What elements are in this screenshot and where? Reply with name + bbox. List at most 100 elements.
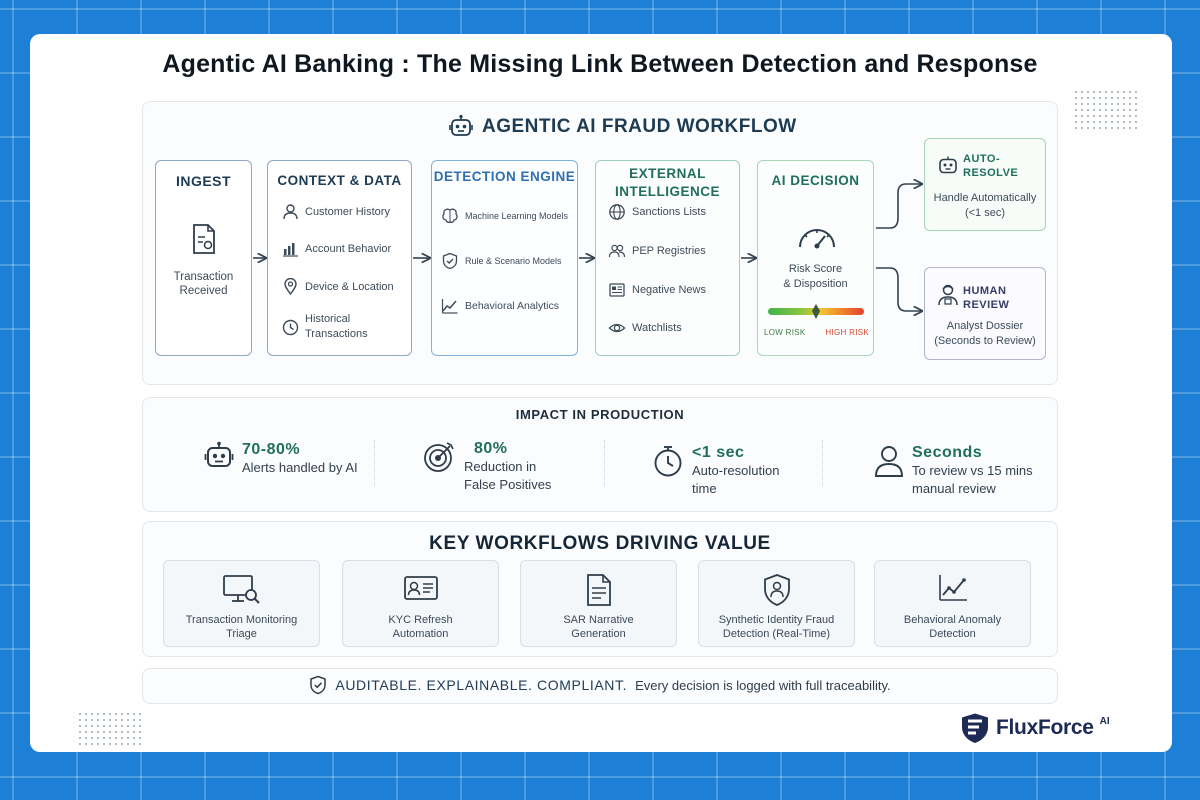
context-item-label: Customer History (305, 205, 390, 218)
detection-item-ml: Machine Learning Models (441, 207, 568, 225)
footer-statement: AUDITABLE. EXPLAINABLE. COMPLIANT. Every… (142, 674, 1058, 696)
metric-value: 80% (474, 440, 508, 457)
metric-divider (822, 440, 823, 486)
footer-text: Every decision is logged with full trace… (635, 677, 891, 693)
ingest-title: INGEST (175, 173, 232, 189)
context-data-box: CONTEXT & DATA Customer History Account … (267, 160, 412, 356)
robot-icon (939, 156, 957, 174)
workflow-card-transaction-monitoring: Transaction Monitoring Triage (163, 560, 320, 647)
metric-label: Alerts handled by AI (242, 460, 358, 475)
external-item-pep: PEP Registries (608, 242, 706, 260)
robot-icon (204, 441, 234, 467)
clock-icon (282, 319, 299, 335)
metric-label-line2: time (692, 481, 717, 496)
transaction-document-icon (193, 224, 215, 254)
key-workflows-title: KEY WORKFLOWS DRIVING VALUE (429, 533, 771, 554)
context-item-customer-history: Customer History (282, 203, 390, 220)
id-card-icon (403, 576, 438, 600)
risk-needle-marker (812, 304, 820, 319)
detection-item-behavioral: Behavioral Analytics (441, 297, 559, 315)
human-review-box: HUMAN REVIEW Analyst Dossier (Seconds to… (924, 267, 1046, 360)
logo-suffix: AI (1099, 715, 1110, 727)
metric-value: 70-80% (242, 441, 301, 458)
metric-review-time: Seconds To review vs 15 mins manual revi… (874, 444, 1033, 498)
workflow-title: AGENTIC AI FRAUD WORKFLOW (482, 116, 797, 137)
metric-alerts: 70-80% Alerts handled by AI (204, 441, 358, 477)
arrow-lines (253, 184, 921, 311)
stopwatch-icon (654, 446, 682, 477)
detection-item-rules: Rule & Scenario Models (441, 252, 562, 270)
person-icon (875, 446, 903, 477)
metric-label-line1: Reduction in (464, 459, 537, 474)
external-intelligence-box: EXTERNAL INTELLIGENCE Sanctions Lists PE… (595, 160, 740, 356)
workflow-card-line1: Synthetic Identity Fraud (718, 614, 835, 626)
decision-line1: Risk Score (788, 263, 843, 275)
globe-icon (609, 204, 625, 220)
context-item-historical: Historical Transactions (282, 312, 368, 342)
page-title: Agentic AI Banking : The Missing Link Be… (162, 50, 1038, 78)
context-title: CONTEXT & DATA (277, 173, 402, 188)
workflow-card-line1: Behavioral Anomaly (903, 614, 1002, 626)
dot-pattern-bottom-left (78, 712, 144, 748)
footer-panel (142, 668, 1058, 704)
workflow-card-line1: SAR Narrative (563, 614, 634, 626)
newspaper-icon (609, 283, 625, 297)
human-line2: (Seconds to Review) (934, 335, 1036, 347)
decision-line2: & Disposition (783, 278, 848, 290)
workflow-card-label: SAR Narrative Generation (525, 613, 672, 641)
external-item-watchlists: Watchlists (608, 319, 682, 337)
external-item-label: PEP Registries (632, 245, 706, 257)
brain-icon (442, 208, 458, 224)
detection-item-label: Machine Learning Models (465, 211, 569, 221)
shield-check-icon (442, 252, 458, 270)
workflow-card-line1: Transaction Monitoring (185, 614, 298, 626)
metric-value: <1 sec (692, 444, 745, 461)
auto-title-line1: AUTO- (963, 153, 1001, 165)
context-item-label: Account Behavior (305, 242, 392, 255)
auto-title: AUTO- RESOLVE (963, 152, 1018, 180)
dot-pattern-top-right (1074, 90, 1140, 130)
human-title-line1: HUMAN (963, 285, 1007, 297)
impact-title: IMPACT IN PRODUCTION (515, 407, 685, 422)
workflow-card-line2: Automation (392, 628, 449, 640)
workflow-card-kyc-refresh: KYC Refresh Automation (342, 560, 499, 647)
impact-panel (142, 397, 1058, 512)
analyst-icon (938, 284, 958, 306)
human-title: HUMAN REVIEW (963, 284, 1009, 312)
shield-check-icon (310, 675, 327, 695)
external-item-label: Watchlists (632, 322, 682, 334)
metric-divider (604, 440, 605, 486)
location-pin-icon (284, 278, 297, 295)
eye-icon (608, 323, 626, 333)
metric-value: Seconds (912, 444, 983, 461)
workflow-card-line2: Generation (571, 628, 626, 640)
context-item-account-behavior: Account Behavior (282, 240, 391, 257)
external-item-news: Negative News (608, 281, 706, 299)
context-item-label: Device & Location (305, 280, 394, 293)
external-item-sanctions: Sanctions Lists (608, 203, 706, 221)
detection-item-label: Rule & Scenario Models (465, 256, 562, 266)
workflow-card-synthetic-identity: Synthetic Identity Fraud Detection (Real… (698, 560, 855, 647)
context-historical-line1: Historical (305, 313, 351, 325)
metric-label-line2: False Positives (464, 477, 552, 492)
document-icon (586, 574, 611, 606)
external-title-line1: EXTERNAL (629, 166, 706, 181)
arrow-decision-auto (876, 184, 921, 229)
external-item-label: Sanctions Lists (632, 206, 706, 218)
footer-strong-text: AUDITABLE. EXPLAINABLE. COMPLIANT. (335, 677, 628, 693)
auto-line2: (<1 sec) (964, 207, 1006, 219)
context-historical-line2: Transactions (305, 328, 368, 340)
ingest-line1: Transaction (173, 271, 234, 283)
gauge-icon (799, 229, 835, 249)
metric-label-line1: To review vs 15 mins (912, 463, 1033, 478)
human-line1: Analyst Dossier (946, 320, 1024, 332)
workflow-title-row: AGENTIC AI FRAUD WORKFLOW (448, 114, 797, 140)
line-chart-icon (441, 299, 458, 314)
workflow-card-label: KYC Refresh Automation (347, 613, 494, 641)
workflow-card-line2: Detection (929, 628, 976, 640)
metric-label-line2: manual review (912, 481, 996, 496)
external-title: EXTERNAL INTELLIGENCE (596, 165, 739, 201)
metric-divider (374, 440, 375, 486)
robot-icon (449, 114, 473, 136)
